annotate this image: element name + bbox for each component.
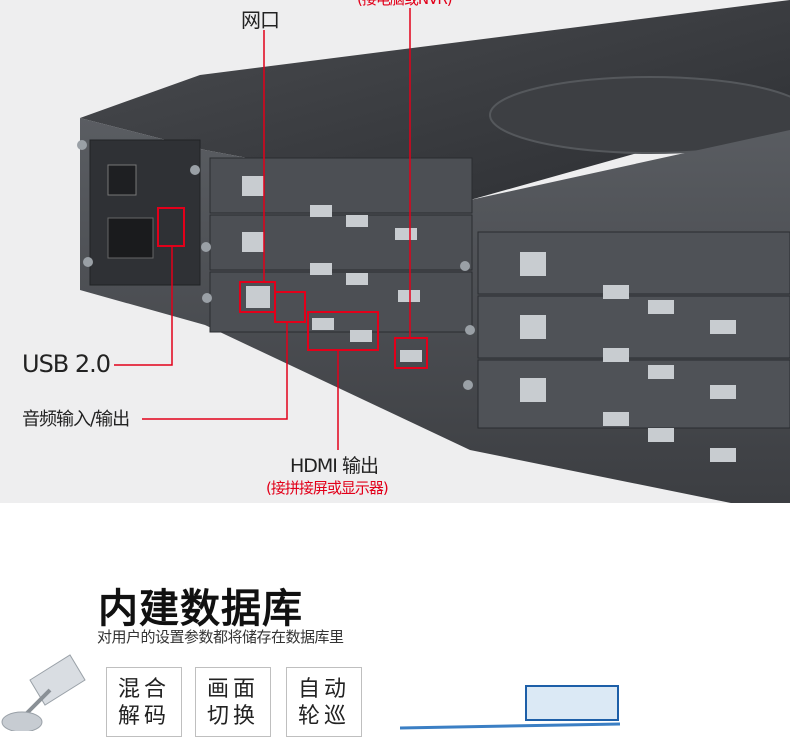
brand-emblem (489, 76, 790, 154)
feature-line: 自动 (297, 677, 350, 702)
audio-highlight (274, 291, 306, 323)
feature-screen-switching: 画面 切换 (195, 667, 271, 737)
feature-auto-patrol: 自动 轮巡 (286, 667, 362, 737)
audio-label: 音频输入/输出 (22, 409, 130, 430)
network-port-label: 网口 (241, 8, 280, 32)
power-socket (107, 217, 154, 259)
hdmi-note-label: (接拼接屏或显示器) (266, 479, 389, 497)
hdmi-output-label: HDMI 输出 (290, 455, 379, 477)
nvr-note-label: (接电脑或NVR) (357, 0, 453, 9)
product-photo: 网口 (接电脑或NVR) USB 2.0 音频输入/输出 HDMI 输出 (接拼… (0, 0, 790, 503)
usb-label: USB 2.0 (22, 350, 111, 378)
feature-line: 切换 (206, 704, 259, 729)
hdmi-output-highlight (307, 311, 379, 351)
feature-line: 轮巡 (297, 704, 350, 729)
decoder-chassis-illustration (77, 0, 790, 503)
database-title: 内建数据库 (98, 586, 303, 632)
database-subtitle: 对用户的设置参数都将储存在数据库里 (97, 628, 344, 646)
feature-mixed-decoding: 混合 解码 (106, 667, 182, 737)
satellite-icon (1, 654, 86, 731)
power-module (89, 139, 201, 286)
feature-line: 混合 (117, 677, 170, 702)
power-switch (107, 164, 137, 196)
hdmi-input-highlight (394, 337, 428, 369)
feature-line: 解码 (117, 704, 170, 729)
usb-highlight (157, 207, 185, 247)
monitor-icon (400, 685, 621, 730)
feature-line: 画面 (206, 677, 259, 702)
